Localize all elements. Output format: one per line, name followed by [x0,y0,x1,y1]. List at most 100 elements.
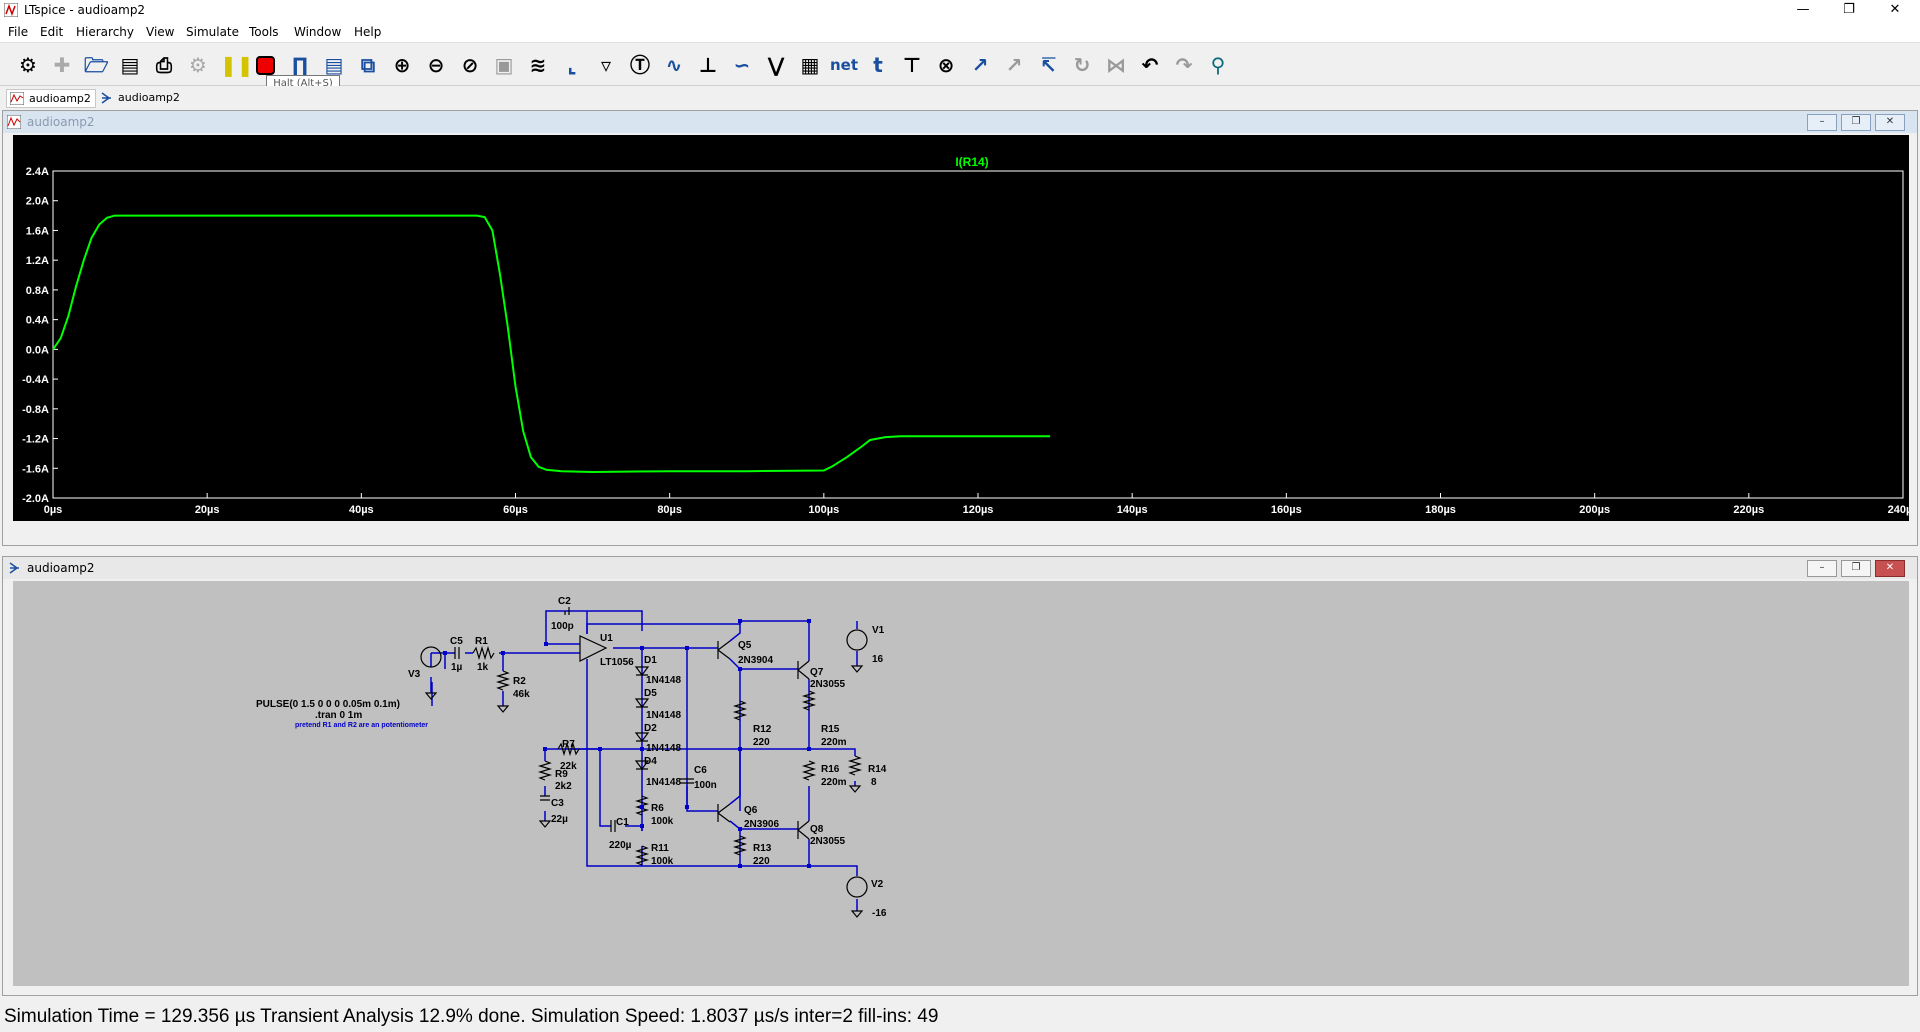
label-r15-value: 220m [821,737,847,748]
menu-tools[interactable]: Tools [249,25,279,39]
undo-icon[interactable]: ↶ [1141,53,1159,77]
spice-directive-icon[interactable]: ⊤ [902,53,922,77]
label-r11-value: 100k [651,856,674,867]
move-icon[interactable]: ↗ [1005,53,1023,77]
redo-icon[interactable]: ↷ [1175,53,1193,77]
rotate-icon[interactable]: ↻ [1073,53,1091,77]
menu-view[interactable]: View [146,25,175,39]
component-place-icon[interactable]: ▦ [800,53,820,77]
diode-icon[interactable]: ⋁ [767,53,785,77]
gear-disabled-icon[interactable]: ⚙ [189,53,207,77]
zoom-fit-icon[interactable]: ⊘ [461,53,479,77]
component-icon[interactable]: ▤ [324,53,344,77]
close-button[interactable]: ✕ [1889,2,1901,17]
menu-window[interactable]: Window [294,25,342,39]
v2-source-symbol [846,876,868,898]
wire-icon[interactable]: ∏ [292,53,308,77]
halt-icon[interactable] [254,53,278,77]
plot-frame [52,170,1904,499]
document-tabs: audioamp2 audioamp2 [0,86,1920,108]
label-c6-ref: C6 [694,765,707,776]
waveform-minimize-button[interactable]: – [1807,114,1837,131]
label-r9-value: 2k2 [555,781,572,792]
zoom-out-icon[interactable]: ⊖ [427,53,445,77]
schematic-close-button[interactable]: ✕ [1875,560,1905,577]
menu-edit[interactable]: Edit [40,25,64,39]
q7-transistor-symbol [797,660,810,680]
label-r1-value: 1k [477,662,489,673]
x-tick-label: 80µs [657,504,682,516]
label-r12-ref: R12 [753,724,772,735]
label-c2-ref: C2 [558,596,571,607]
menu-hierarchy[interactable]: Hierarchy [76,25,135,39]
text-icon[interactable]: t [873,53,883,77]
waveform-restore-button[interactable]: ❐ [1841,114,1871,131]
copy-icon[interactable]: ⧉ [360,53,376,77]
ground-symbol-r2 [496,705,510,713]
ltspice-app-icon [4,3,18,17]
v3-source-symbol [420,646,442,668]
delete-icon[interactable]: ⊗ [937,53,955,77]
c6-capacitor-symbol [680,778,694,784]
zoom-extent-icon[interactable]: ▣ [494,53,514,77]
net-label-icon[interactable]: net [830,56,859,74]
maximize-button[interactable]: ❐ [1843,2,1855,17]
r16-resistor-symbol [801,760,817,781]
mirror-icon[interactable]: ⋈ [1106,53,1126,77]
d2-diode-symbol [634,732,650,742]
ground-symbol-v1 [850,665,864,673]
label-r12-value: 220 [753,737,770,748]
ground-icon[interactable]: ▿ [600,53,612,77]
menu-help[interactable]: Help [354,25,382,39]
settings-icon[interactable]: ⚙ [19,53,37,77]
waveform-close-button[interactable]: ✕ [1875,114,1905,131]
y-tick-label: -1.6A [22,463,49,475]
x-tick-label: 180µs [1425,504,1456,516]
label-c5-ref: C5 [450,636,463,647]
zoom-in-icon[interactable]: ⊕ [393,53,411,77]
d1-diode-symbol [634,666,650,676]
wire-tool-icon[interactable]: ⌞ [567,53,577,77]
resistor-icon[interactable]: ∿ [665,53,683,77]
waveform-window-header: audioamp2 – ❐ ✕ [3,111,1917,133]
schematic-canvas[interactable]: C2 100p U1 LT1056 C5 1µ R1 1k V3 R2 46k … [13,581,1909,986]
new-schematic-icon[interactable]: ✚ [53,53,71,77]
title-bar: LTspice - audioamp2 — ❐ ✕ [0,0,1920,22]
capacitor-icon[interactable]: ⊥ [698,53,718,77]
x-tick-label: 160µs [1271,504,1302,516]
trace-label[interactable]: I(R14) [955,155,988,169]
y-tick-label: 0.4A [26,315,49,327]
label-q7-value: 2N3055 [810,679,845,690]
autorange-icon[interactable]: ≋ [529,53,547,77]
pause-icon[interactable]: ❚❚ [220,53,254,77]
schematic-minimize-button[interactable]: – [1807,560,1837,577]
ground-symbol-v3 [424,692,438,700]
label-r14-ref: R14 [868,764,887,775]
drag-icon[interactable]: ↸ [1039,53,1057,77]
label-d4-value: 1N4148 [646,777,681,788]
tab-label: audioamp2 [29,92,91,105]
y-tick-label: 1.2A [26,255,49,267]
label-q6-value: 2N3906 [744,819,779,830]
y-tick-label: 0.0A [26,344,49,356]
label-u1-ref: U1 [600,633,613,644]
menu-simulate[interactable]: Simulate [186,25,240,39]
schematic-restore-button[interactable]: ❐ [1841,560,1871,577]
tab-schematic[interactable]: audioamp2 [96,89,188,106]
voltage-icon[interactable]: Ⓣ [630,53,650,77]
open-icon[interactable]: 🗁 [84,53,109,77]
inductor-icon[interactable]: ∽ [733,53,751,77]
save-icon[interactable]: ▤ [120,53,140,77]
duplicate-icon[interactable]: ↗ [971,53,989,77]
r9-resistor-symbol [537,760,553,781]
label-d5-ref: D5 [644,688,657,699]
print-icon[interactable]: ⎙ [156,53,172,77]
label-d5-value: 1N4148 [646,710,681,721]
find-icon[interactable]: ⚲ [1210,53,1226,77]
tab-waveform[interactable]: audioamp2 [6,89,96,108]
label-c1-value: 220µ [609,840,632,851]
minimize-button[interactable]: — [1796,2,1810,17]
r12-resistor-symbol [732,700,748,721]
menu-file[interactable]: File [8,25,29,39]
